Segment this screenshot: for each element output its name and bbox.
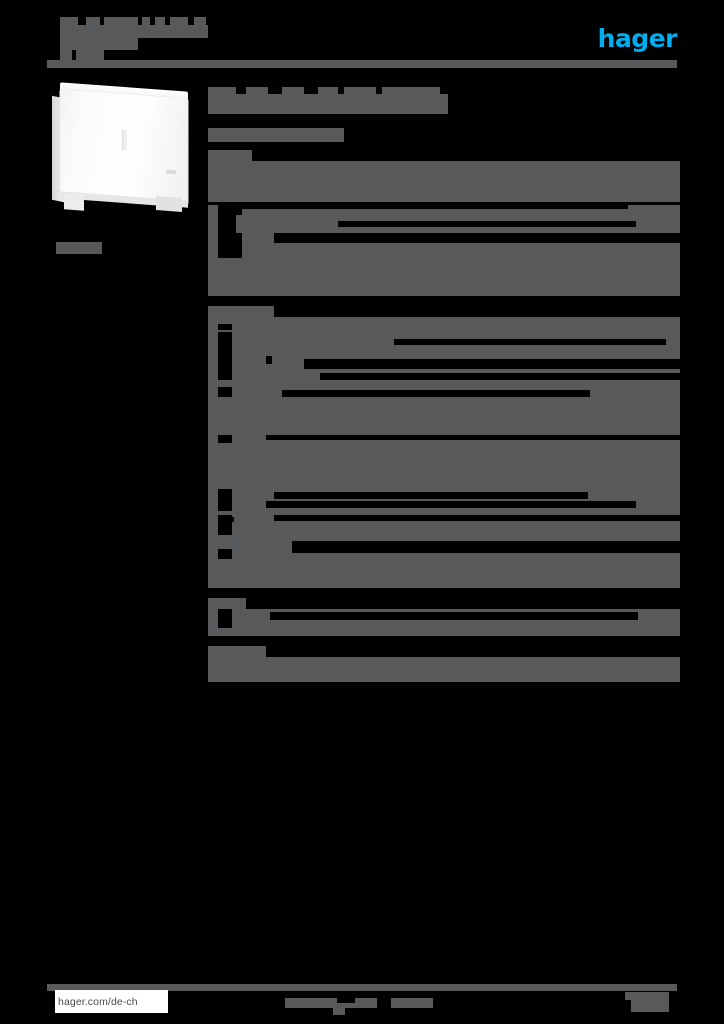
- section-2-heading-redaction: [208, 306, 274, 317]
- footer-center-redaction: [333, 1008, 345, 1015]
- table-row: [208, 527, 680, 549]
- table-row: [208, 609, 680, 621]
- enclosure-foot-right: [156, 196, 182, 212]
- table-row: [208, 258, 680, 296]
- header-subtitle-redaction: [76, 50, 104, 60]
- table-row: [208, 443, 680, 489]
- table-row: [208, 657, 680, 682]
- page-subtitle-redaction: [208, 128, 344, 142]
- table-row: [208, 515, 680, 527]
- section-4-heading-redaction: [208, 646, 266, 657]
- header-title-redaction: [60, 25, 208, 38]
- header-rule: [47, 60, 677, 68]
- enclosure-foot-left: [64, 193, 84, 211]
- table-row: [208, 337, 680, 349]
- enclosure-marking: [166, 169, 176, 175]
- page-title-ascenders: [208, 87, 440, 96]
- header-subtitle-redaction: [60, 38, 138, 50]
- table-row: [208, 161, 680, 202]
- spec-section-1: [208, 150, 680, 296]
- header-title-redaction: [170, 17, 188, 26]
- table-row: [208, 233, 680, 250]
- footer-url-box[interactable]: [55, 990, 168, 1013]
- page-header: hager: [0, 0, 724, 76]
- table-row: [208, 317, 680, 337]
- header-title-redaction: [86, 17, 100, 26]
- hager-logo: hager: [597, 24, 678, 53]
- table-row: [208, 205, 680, 215]
- product-image: [48, 82, 206, 224]
- page-footer: [0, 984, 724, 1024]
- page-number-redaction: [625, 992, 669, 1000]
- header-title-redaction: [194, 17, 206, 26]
- footer-url-link[interactable]: hager.com/de-ch: [58, 996, 138, 1008]
- section-3-heading-redaction: [208, 598, 246, 609]
- section-1-heading-redaction: [208, 150, 252, 161]
- table-row: [208, 621, 680, 636]
- table-row: [208, 435, 680, 443]
- product-caption-redaction: [56, 242, 102, 254]
- table-row: [208, 559, 680, 588]
- header-subtitle-redaction: [60, 50, 72, 60]
- spec-section-4: [208, 646, 680, 682]
- table-row: [208, 549, 680, 559]
- header-title-redaction: [142, 17, 150, 26]
- table-row: [208, 489, 680, 501]
- table-row: [208, 215, 680, 221]
- header-title-redaction: [104, 17, 138, 26]
- enclosure-latch-icon: [122, 129, 127, 151]
- table-row: [208, 397, 680, 435]
- spec-section-3: [208, 598, 680, 636]
- footer-rule: [47, 984, 677, 991]
- table-row: [208, 349, 680, 356]
- page-number-redaction: [631, 1000, 669, 1012]
- spec-section-2: [208, 306, 680, 588]
- table-row: [208, 356, 680, 373]
- table-row: [208, 373, 680, 387]
- table-row: [208, 221, 680, 233]
- table-row: [208, 501, 680, 515]
- header-title-redaction: [155, 17, 165, 26]
- table-row: [208, 387, 680, 397]
- page-title-redaction: [208, 94, 448, 114]
- footer-center-redaction: [285, 998, 433, 1008]
- table-row: [208, 250, 680, 258]
- header-title-redaction: [60, 17, 78, 26]
